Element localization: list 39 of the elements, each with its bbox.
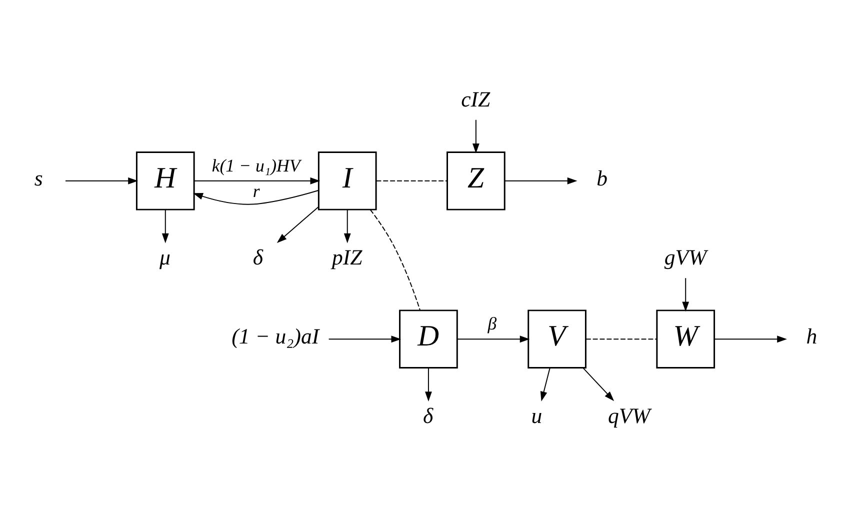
arrow: [472, 119, 480, 154]
node-text: qVW: [608, 404, 650, 428]
node-text: u: [531, 404, 542, 428]
node-text: pIZ: [332, 246, 362, 270]
node-text: s: [34, 166, 43, 190]
arrow: [425, 367, 432, 402]
node-text: cIZ: [461, 87, 490, 112]
node-text: μ: [159, 246, 170, 270]
arrow: [328, 336, 402, 343]
node-text: δ: [423, 404, 434, 428]
arrow: [276, 206, 319, 243]
node-box: Z: [446, 151, 506, 210]
arrow: [65, 177, 138, 184]
arrow: [504, 177, 578, 184]
node-text: gVW: [664, 246, 707, 270]
arrow: [582, 367, 614, 402]
node-text: (1 − u₂)aI: [232, 324, 320, 349]
edge-label: r: [252, 181, 260, 202]
node-text: h: [806, 324, 818, 349]
arrow: [540, 367, 550, 402]
node-box: I: [318, 151, 377, 210]
arrow: [194, 177, 320, 184]
node-box: W: [656, 310, 716, 369]
node-text: δ: [252, 246, 264, 270]
arrow: [714, 336, 787, 343]
arrow: [193, 190, 320, 205]
arrow: [682, 278, 690, 312]
connector: [376, 180, 448, 182]
arrow: [456, 336, 530, 343]
edge-label: k(1 − u₁)HV: [212, 155, 300, 176]
node-text: b: [596, 166, 608, 190]
arrow: [162, 209, 169, 244]
node-box: H: [136, 151, 195, 210]
arrow: [344, 209, 351, 244]
connector: [370, 209, 421, 311]
edge-label: β: [488, 314, 497, 334]
connector: [585, 338, 658, 340]
node-box: V: [528, 310, 586, 369]
node-box: D: [399, 310, 458, 369]
